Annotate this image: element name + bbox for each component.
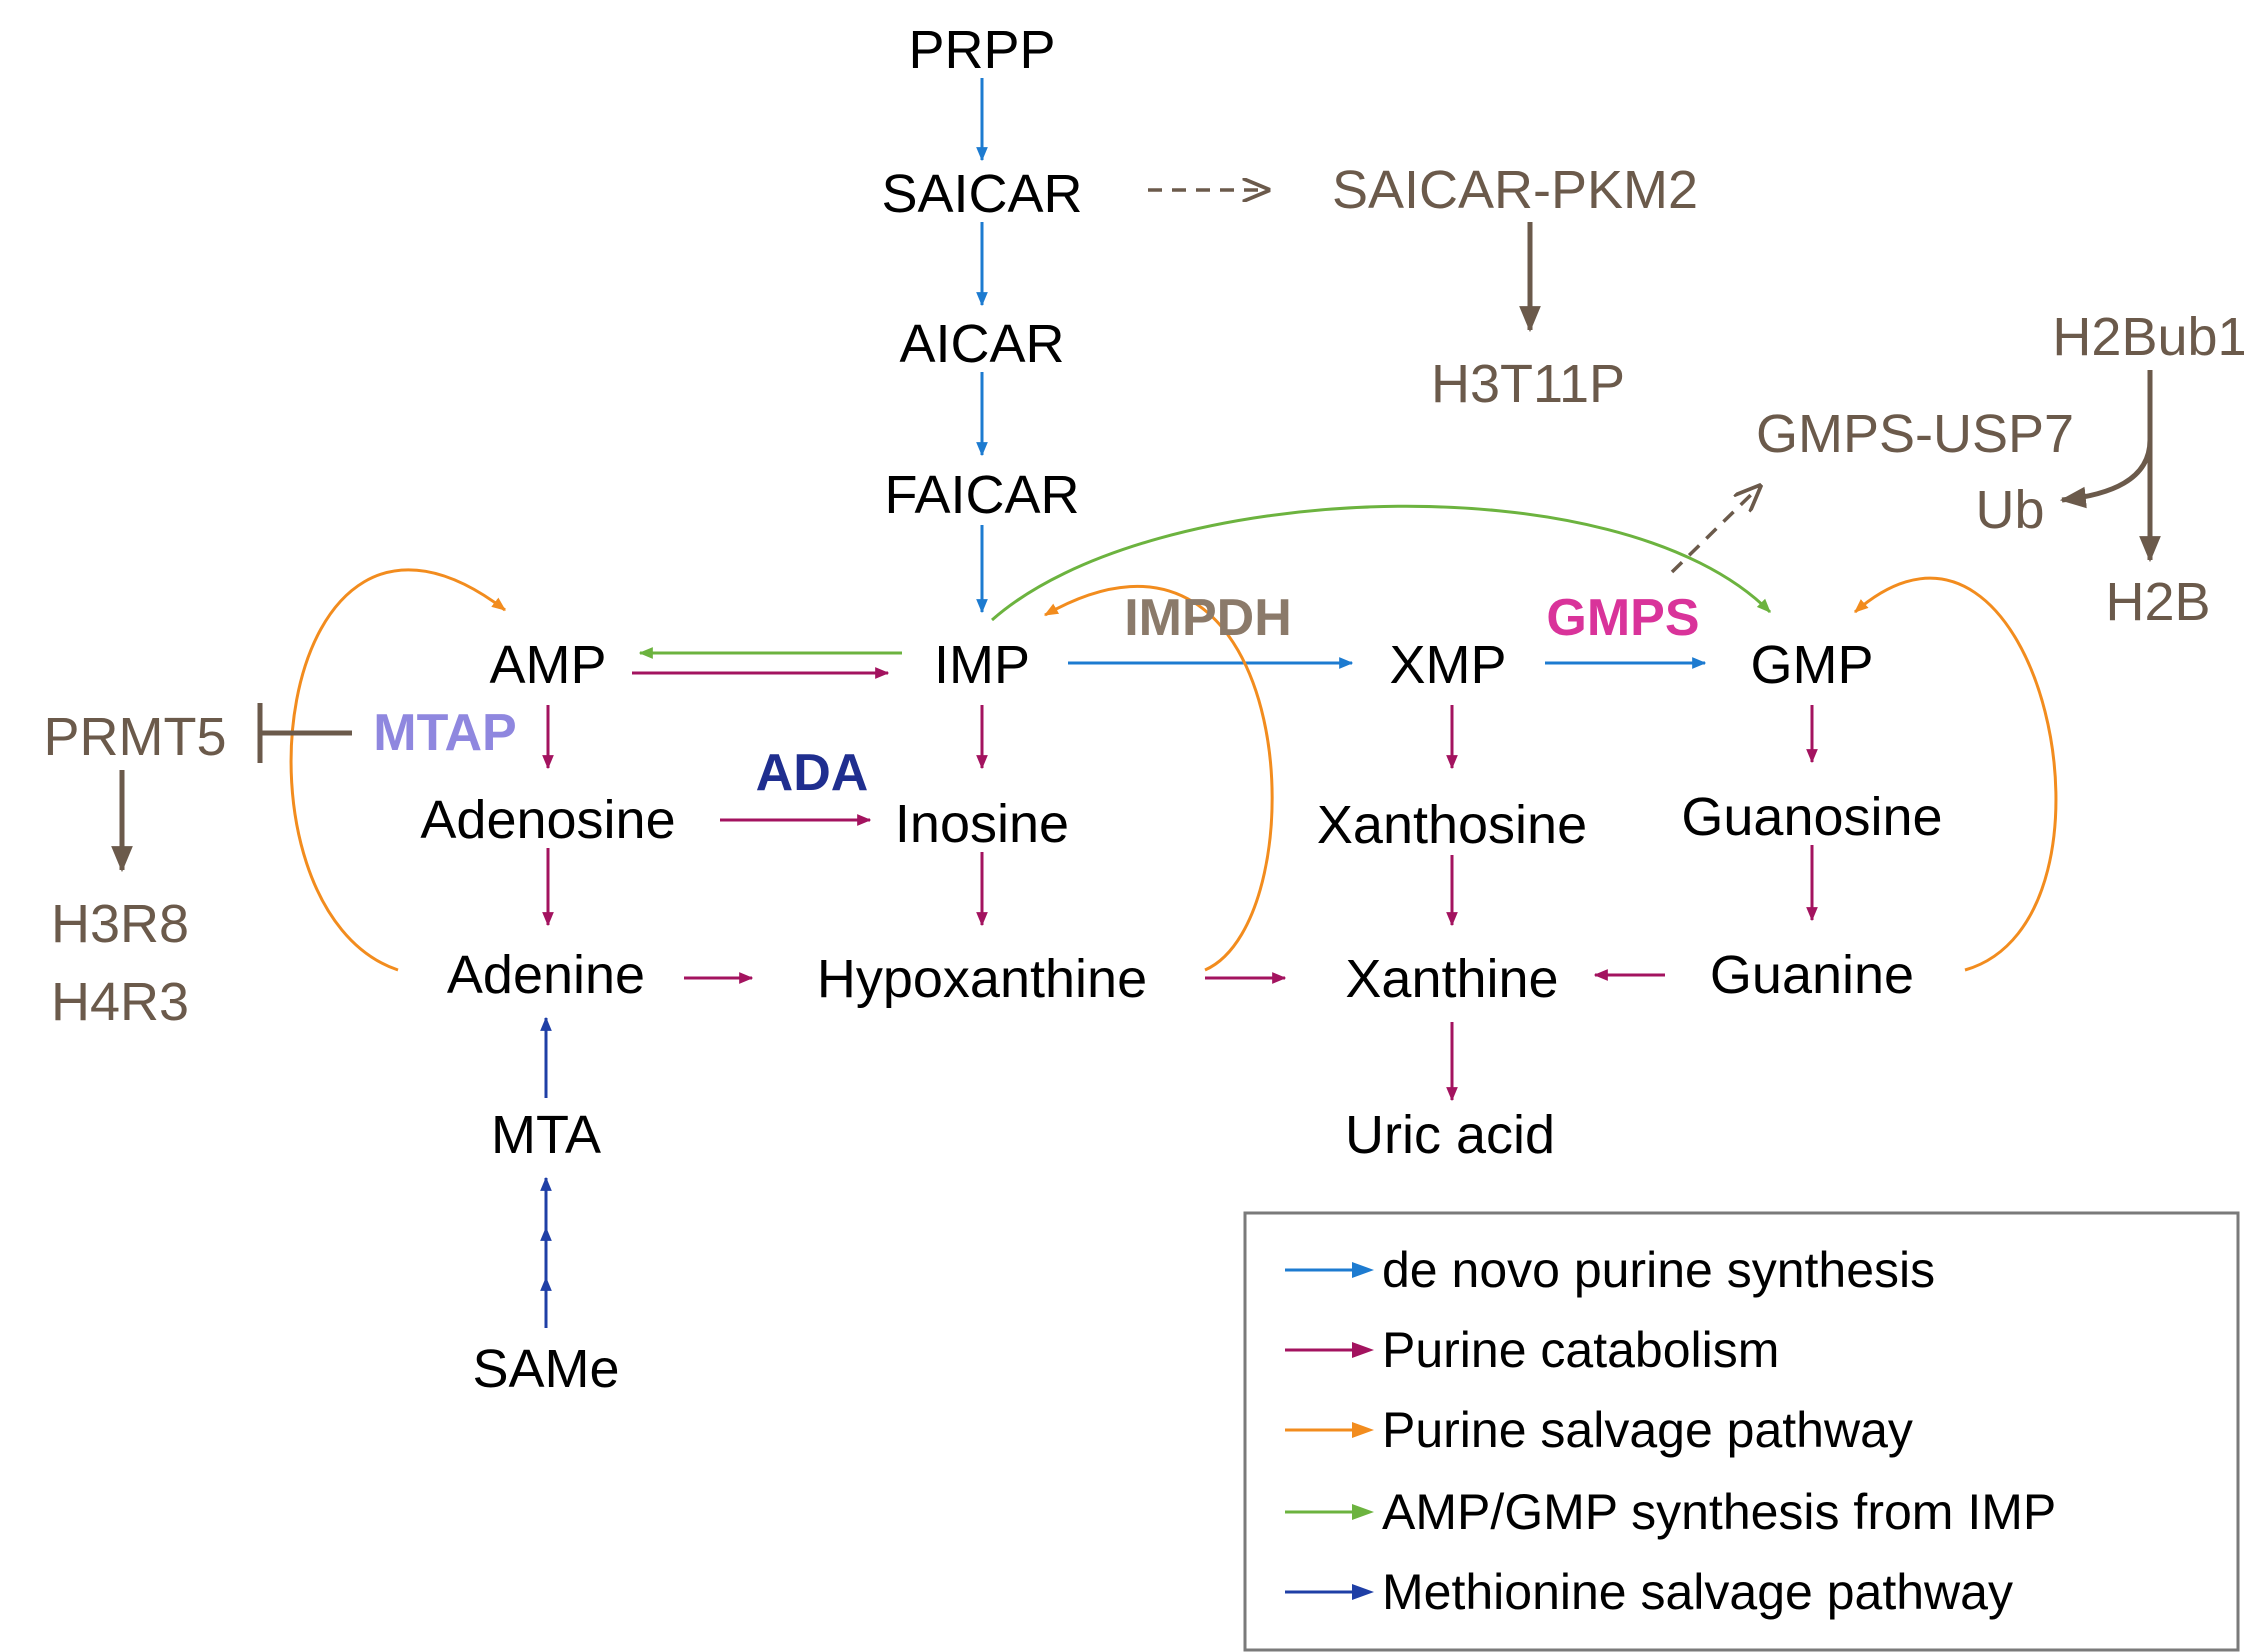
label-h2b: H2B <box>2105 572 2210 632</box>
legend-swatch-arrowhead <box>1352 1504 1374 1520</box>
legend-swatch-arrowhead <box>1352 1422 1374 1438</box>
arrow-imp-gmp <box>991 504 1772 622</box>
node-hypoxanthine: Hypoxanthine <box>817 949 1147 1009</box>
legend-swatch-arrowhead <box>1352 1584 1374 1600</box>
node-saicar: SAICAR <box>881 164 1082 224</box>
node-uric-acid: Uric acid <box>1345 1105 1555 1165</box>
arrow-h2bub1-ub <box>2059 439 2153 509</box>
label-saicar-pkm2: SAICAR-PKM2 <box>1332 160 1698 220</box>
node-inosine: Inosine <box>895 794 1069 854</box>
legend-label: Purine salvage pathway <box>1382 1402 1913 1458</box>
legend-item: AMP/GMP synthesis from IMP <box>1285 1484 2056 1540</box>
node-gmp: GMP <box>1750 635 1873 695</box>
metabolite-labels: PRPP SAICAR AICAR FAICAR IMP AMP XMP GMP… <box>420 20 1942 1399</box>
legend-box <box>1243 1211 2240 1652</box>
arrow-adenine-amp <box>289 568 506 972</box>
regulatory-labels: SAICAR-PKM2 H3T11P GMPS-USP7 H2Bub1 Ub H… <box>43 160 2244 1032</box>
node-amp: AMP <box>489 635 606 695</box>
label-prmt5: PRMT5 <box>43 707 226 767</box>
node-guanine: Guanine <box>1710 945 1914 1005</box>
legend-item: Methionine salvage pathway <box>1285 1564 2013 1620</box>
enzyme-gmps: GMPS <box>1546 589 1699 647</box>
node-xanthine: Xanthine <box>1345 949 1558 1009</box>
label-h3r8: H3R8 <box>51 894 189 954</box>
node-guanosine: Guanosine <box>1681 787 1942 847</box>
catabolism-arrows <box>542 667 1818 1102</box>
legend-item: Purine catabolism <box>1285 1322 1779 1378</box>
node-xmp: XMP <box>1389 635 1506 695</box>
legend-label: de novo purine synthesis <box>1382 1242 1935 1298</box>
legend-swatch-arrowhead <box>1352 1342 1374 1358</box>
legend-item: de novo purine synthesis <box>1285 1242 1935 1298</box>
node-same: SAMe <box>472 1339 619 1399</box>
legend-label: Methionine salvage pathway <box>1382 1564 2013 1620</box>
synthesis-arrows <box>638 504 1772 659</box>
node-prpp: PRPP <box>908 20 1055 80</box>
legend-label: AMP/GMP synthesis from IMP <box>1382 1484 2056 1540</box>
arrow-guanine-gmp <box>1854 577 2058 972</box>
legend-swatch-arrowhead <box>1352 1262 1374 1278</box>
denovo-arrows <box>976 78 1707 669</box>
label-gmps-usp7: GMPS-USP7 <box>1756 404 2074 464</box>
label-h2bub1: H2Bub1 <box>2052 307 2244 367</box>
node-xanthosine: Xanthosine <box>1317 795 1587 855</box>
node-imp: IMP <box>934 635 1030 695</box>
node-faicar: FAICAR <box>884 465 1079 525</box>
label-h3t11p: H3T11P <box>1431 354 1625 414</box>
legend-item: Purine salvage pathway <box>1285 1402 1913 1458</box>
enzyme-impdh: IMPDH <box>1124 589 1292 647</box>
arrow-gmps-gmps-usp7 <box>1670 486 1760 574</box>
label-ub: Ub <box>1975 480 2044 540</box>
label-h4r3: H4R3 <box>51 972 189 1032</box>
enzyme-mtap: MTAP <box>373 704 516 762</box>
enzyme-ada: ADA <box>756 744 869 802</box>
enzyme-labels: IMPDH GMPS MTAP ADA <box>373 589 1699 802</box>
node-adenosine: Adenosine <box>420 790 675 850</box>
node-mta: MTA <box>491 1105 601 1165</box>
node-adenine: Adenine <box>447 945 645 1005</box>
salvage-arrows <box>289 568 2058 972</box>
arrow-hypoxanthine-imp <box>1043 584 1274 972</box>
legend-label: Purine catabolism <box>1382 1322 1779 1378</box>
regulatory-arrows <box>111 190 2161 873</box>
node-aicar: AICAR <box>899 314 1064 374</box>
